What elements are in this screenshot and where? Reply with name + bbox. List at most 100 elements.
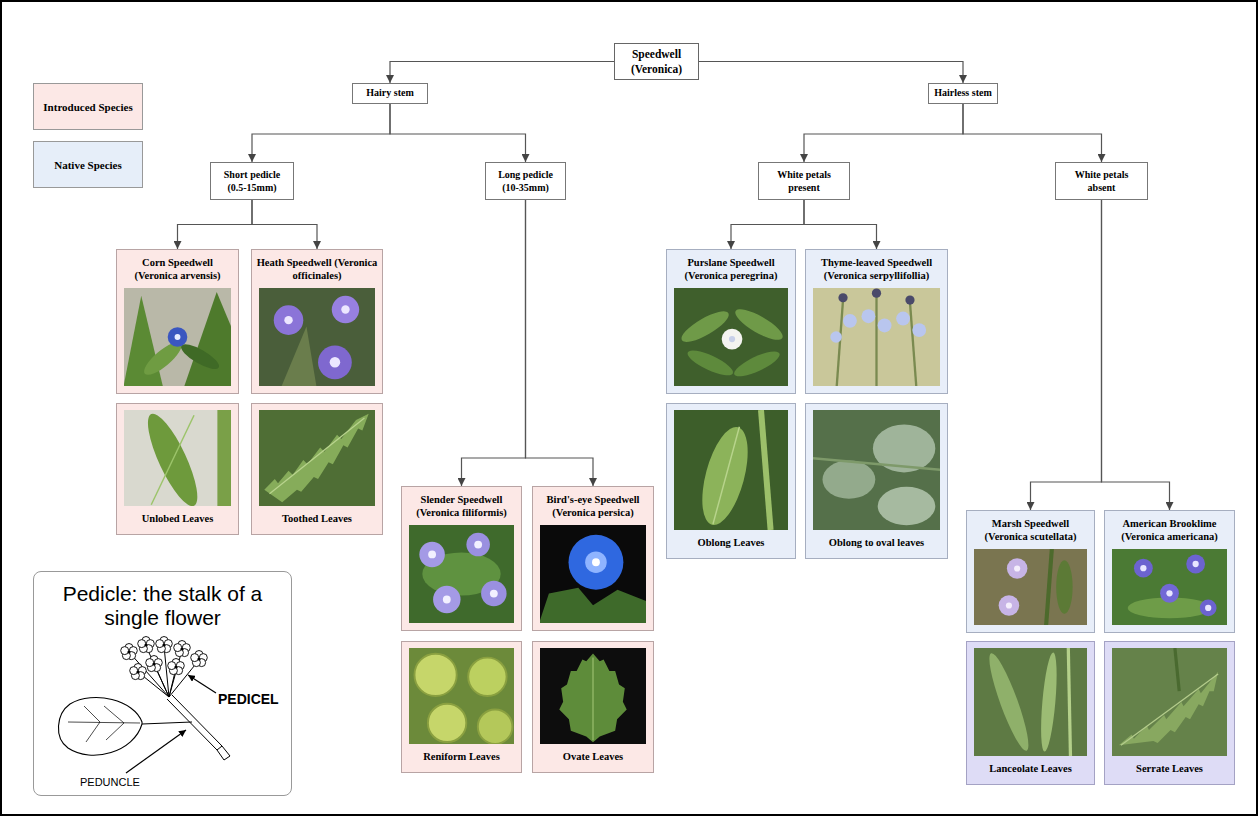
- drawing-part: [983, 650, 1035, 753]
- drawing-part: [146, 656, 163, 672]
- drawing-part: [896, 311, 910, 325]
- node-text: Oblong Leaves: [698, 537, 765, 550]
- drawing-part: [540, 648, 646, 744]
- node-text: White petals present: [763, 168, 845, 194]
- leaf-photo: [813, 410, 940, 530]
- drawing-part: [838, 293, 847, 302]
- drawing-part: [1046, 549, 1052, 625]
- flower-photo: [674, 288, 788, 386]
- inflorescence-drawing: [34, 572, 293, 797]
- flower-photo: [813, 288, 940, 386]
- node-text: Pedicle: the stalk of a single flower: [50, 582, 275, 630]
- decision-box: White petals present: [758, 162, 850, 200]
- drawing-part: [284, 316, 292, 324]
- leaf-card: Ovate Leaves: [532, 641, 654, 773]
- drawing-part: [164, 646, 169, 697]
- drawing-part: [861, 309, 875, 323]
- decision-box: Hairy stem: [352, 83, 428, 104]
- drawing-part: [433, 585, 460, 612]
- legend-text: Introduced Species: [43, 101, 132, 113]
- leaf-card: Oblong to oval leaves: [805, 403, 948, 559]
- drawing-part: [1038, 652, 1060, 752]
- drawing-part: [1160, 583, 1179, 602]
- drawing-part: [156, 637, 173, 653]
- node-text: Hairless stem: [934, 87, 992, 100]
- connector-arrow: [390, 104, 526, 162]
- drawing-part: [414, 654, 456, 696]
- connector-arrow: [178, 200, 253, 249]
- drawing-part: [142, 722, 192, 724]
- drawing-part: [813, 410, 940, 530]
- drawing-part: [729, 336, 735, 342]
- drawing-part: [259, 288, 375, 386]
- drawing-part: [175, 334, 181, 340]
- leaf-photo: [974, 648, 1087, 756]
- node-text: Heath Speedwell (Veronica officinales): [255, 257, 379, 283]
- node-text: Short pedicle (0.5-15mm): [215, 168, 289, 194]
- drawing-part: [139, 410, 206, 506]
- drawing-part: [999, 595, 1020, 616]
- connector-arrow: [963, 104, 1102, 162]
- connector-arrow: [804, 200, 877, 249]
- drawing-part: [713, 427, 739, 524]
- drawing-part: [259, 410, 375, 506]
- drawing-part: [1007, 558, 1028, 579]
- drawing-part: [130, 664, 147, 680]
- drawing-part: [191, 651, 208, 667]
- drawing-part: [168, 659, 185, 675]
- drawing-part: [1134, 558, 1153, 577]
- leaf-card: Oblong Leaves: [666, 403, 796, 559]
- drawing-part: [1186, 554, 1205, 573]
- node-text: Unlobed Leaves: [142, 513, 213, 526]
- drawing-part: [910, 302, 917, 386]
- drawing-part: [129, 652, 169, 697]
- drawing-part: [592, 657, 593, 740]
- drawing-part: [685, 345, 736, 379]
- drawing-part: [121, 644, 138, 660]
- drawing-part: [1006, 602, 1012, 608]
- drawing-part: [836, 300, 843, 386]
- drawing-part: [585, 551, 607, 573]
- drawing-part: [1068, 648, 1070, 756]
- drawing-part: [1175, 648, 1179, 691]
- leaf-photo: [1112, 648, 1227, 756]
- drawing-part: [443, 595, 451, 603]
- drawing-part: [674, 410, 788, 530]
- decision-box: Long pedicle (10-35mm): [485, 162, 566, 200]
- flower-photo: [974, 549, 1087, 625]
- drawing-part: [168, 327, 188, 347]
- drawing-part: [872, 288, 881, 297]
- drawing-part: [428, 704, 466, 742]
- drawing-part: [540, 525, 646, 623]
- decision-box: Hairless stem: [928, 83, 998, 104]
- drawing-part: [68, 706, 140, 742]
- drawing-part: [318, 345, 352, 379]
- species-card: Bird's-eye Speedwell (Veronica persica): [532, 486, 654, 631]
- connector-arrow: [252, 104, 390, 162]
- drawing-part: [332, 295, 359, 322]
- connector-arrow: [699, 62, 963, 84]
- species-card: Corn Speedwell (Veronica arvensis): [116, 249, 239, 394]
- drawing-part: [1205, 604, 1211, 610]
- node-text: Reniform Leaves: [423, 751, 500, 764]
- species-card: American Brooklime (Veronica americana): [1104, 510, 1235, 633]
- drawing-part: [58, 698, 142, 756]
- connector-arrow: [731, 200, 804, 249]
- flower-photo: [259, 288, 375, 386]
- node-text: Purslane Speedwell (Veronica peregrina): [670, 257, 792, 283]
- node-text: White petals absent: [1060, 168, 1143, 194]
- leaf-card: Serrate Leaves: [1104, 641, 1235, 785]
- drawing-part: [474, 540, 482, 548]
- drawing-part: [466, 532, 490, 556]
- node-text: Serrate Leaves: [1136, 763, 1203, 776]
- leaf-photo: [409, 648, 514, 744]
- decision-box: White petals absent: [1055, 162, 1148, 200]
- legend-swatch: Native Species: [33, 141, 143, 188]
- drawing-part: [813, 458, 940, 470]
- drawing-part: [830, 331, 842, 343]
- drawing-part: [217, 746, 230, 760]
- leaf-photo: [540, 648, 646, 744]
- leaf-photo: [124, 410, 231, 506]
- definition-panel: Pedicle: the stalk of a single flower: [33, 571, 292, 796]
